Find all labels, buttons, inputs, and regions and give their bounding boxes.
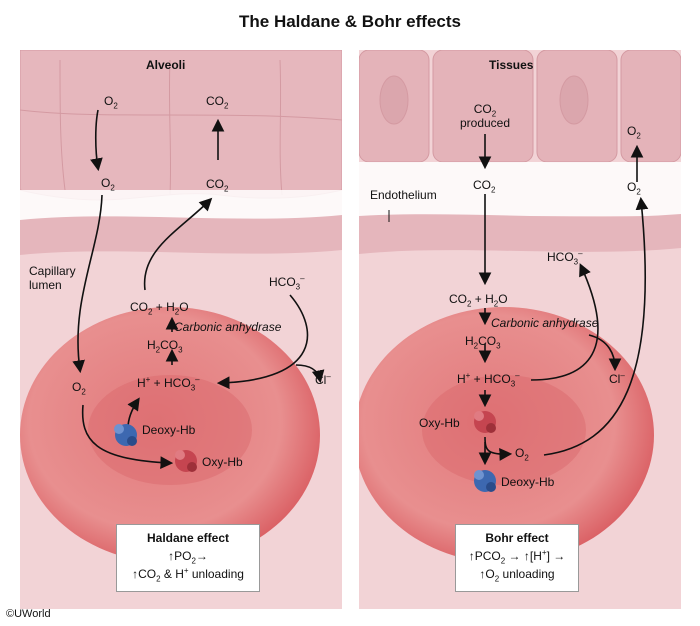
haldane-title: Haldane effect (146, 531, 230, 545)
co2-alveolus-label: CO2 (206, 94, 229, 111)
o2-alveolus-label: O2 (104, 94, 118, 111)
co2-h2o-label: CO2 + H2O (130, 300, 189, 317)
h-hco3-label: H+ + HCO3– (457, 371, 520, 389)
chloride-label: Cl– (315, 372, 331, 388)
h-hco3-label: H+ + HCO3– (137, 375, 200, 393)
co2-wall-label: CO2 (206, 177, 229, 194)
deoxy-hb-label: Deoxy-Hb (501, 475, 555, 489)
deoxy-hb-molecule (474, 470, 496, 492)
figure-title: The Haldane & Bohr effects (239, 12, 461, 31)
bohr-line-2: ↑O2 unloading (479, 567, 555, 584)
alveoli-illustration (20, 50, 342, 609)
o2-released-label: O2 (515, 446, 529, 463)
haldane-line-1: ↑PO2→ (168, 549, 208, 566)
red-blood-cell (20, 307, 320, 563)
chloride-label: Cl– (609, 371, 625, 387)
oxy-hb-molecule (175, 450, 197, 472)
bohr-line-1: ↑PCO2 → ↑[H+] → (468, 548, 566, 566)
deoxy-hb-label: Deoxy-Hb (142, 423, 196, 437)
alveolar-epithelium (20, 50, 342, 201)
co2-wall-label: CO2 (473, 178, 496, 195)
o2-wall-label: O2 (627, 180, 641, 197)
o2-tissue-label: O2 (627, 124, 641, 141)
haldane-effect-box: Haldane effect ↑PO2→ ↑CO2 & H+ unloading (116, 524, 260, 592)
haldane-line-2: ↑CO2 & H+ unloading (132, 566, 244, 584)
carbonic-anhydrase-label: Carbonic anhydrase (491, 316, 599, 330)
deoxy-hb-molecule (114, 424, 137, 446)
copyright-label: ©UWorld (6, 608, 51, 620)
hco3-outside-label: HCO3– (547, 249, 583, 267)
tissues-illustration (359, 50, 681, 609)
bohr-effect-box: Bohr effect ↑PCO2 → ↑[H+] → ↑O2 unloadin… (455, 524, 579, 592)
oxy-hb-label: Oxy-Hb (202, 455, 243, 469)
oxy-hb-label: Oxy-Hb (419, 416, 460, 430)
endothelium-label: Endothelium (370, 188, 437, 202)
h2co3-label: H2CO3 (147, 338, 183, 355)
co2-h2o-label: CO2 + H2O (449, 292, 508, 309)
tissues-header: Tissues (489, 58, 534, 72)
oxy-hb-molecule (474, 411, 496, 433)
carbonic-anhydrase-label: Carbonic anhydrase (174, 320, 282, 334)
red-blood-cell (359, 307, 654, 563)
tissue-cells (359, 50, 681, 163)
bohr-title: Bohr effect (485, 531, 549, 545)
hco3-outside-label: HCO3– (269, 274, 305, 292)
o2-wall-label: O2 (101, 176, 115, 193)
h2co3-label: H2CO3 (465, 334, 501, 351)
o2-cell-label: O2 (72, 380, 86, 397)
alveoli-header: Alveoli (146, 58, 186, 72)
